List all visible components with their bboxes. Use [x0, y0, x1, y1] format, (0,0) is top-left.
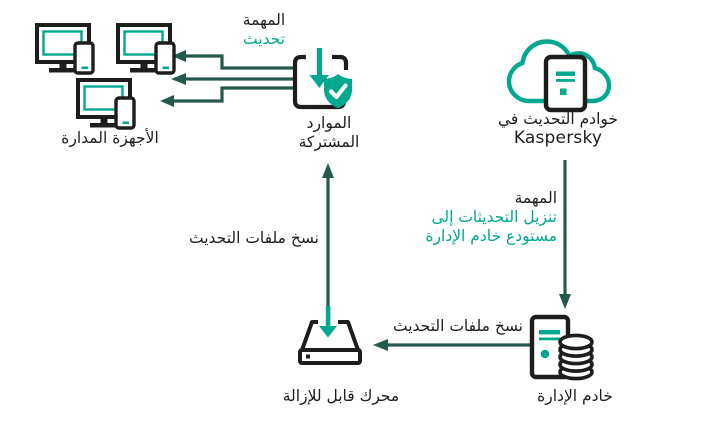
- kaspersky-servers-label: خوادم التحديث في Kaspersky: [496, 110, 620, 148]
- copy-update-files-label-bottom: نسخ ملفات التحديث: [393, 317, 523, 335]
- administration-server-icon: [529, 314, 594, 381]
- removable-drive-label: محرك قابل للإزالة: [282, 387, 400, 405]
- managed-device-icon: [116, 23, 176, 75]
- update-task-action: تحديث: [243, 30, 285, 48]
- arrow-shared-to-device-bottom: [160, 86, 294, 107]
- arrow-shared-to-device-top: [172, 50, 294, 70]
- administration-server-label: خادم الإدارة: [537, 387, 613, 405]
- shared-resources-label-line1: الموارد: [306, 114, 352, 132]
- managed-device-icon: [35, 23, 95, 75]
- download-task-line2: مستودع خادم الإدارة: [425, 227, 557, 245]
- shared-resources-icon: [292, 48, 352, 110]
- shared-resources-label: الموارد المشتركة: [288, 114, 370, 152]
- download-task-title: المهمة: [514, 189, 557, 207]
- update-task-annotation: المهمة تحديث: [228, 11, 300, 49]
- arrow-cloud-to-admin-server: [559, 160, 571, 309]
- arrow-shared-to-device-middle: [171, 73, 294, 85]
- shield-check-icon: [324, 74, 352, 109]
- managed-device-icon: [76, 78, 136, 130]
- kaspersky-cloud-server-icon: [506, 39, 612, 113]
- download-task-annotation: المهمة تنزيل التحديثات إلى مستودع خادم ا…: [400, 189, 557, 246]
- arrow-drive-to-shared: [322, 163, 334, 309]
- kaspersky-brand-label: Kaspersky: [513, 128, 603, 148]
- shared-resources-label-line2: المشتركة: [298, 133, 360, 151]
- kaspersky-servers-label-line1: خوادم التحديث في: [498, 110, 618, 128]
- copy-update-files-label-left: نسخ ملفات التحديث: [189, 229, 319, 247]
- arrow-admin-server-to-drive: [373, 339, 530, 351]
- managed-devices-label: الأجهزة المدارة: [61, 129, 159, 147]
- removable-drive-icon: [298, 306, 362, 365]
- download-task-line1: تنزيل التحديثات إلى: [431, 208, 557, 226]
- update-task-title: المهمة: [242, 11, 286, 29]
- database-stack-icon: [558, 333, 594, 381]
